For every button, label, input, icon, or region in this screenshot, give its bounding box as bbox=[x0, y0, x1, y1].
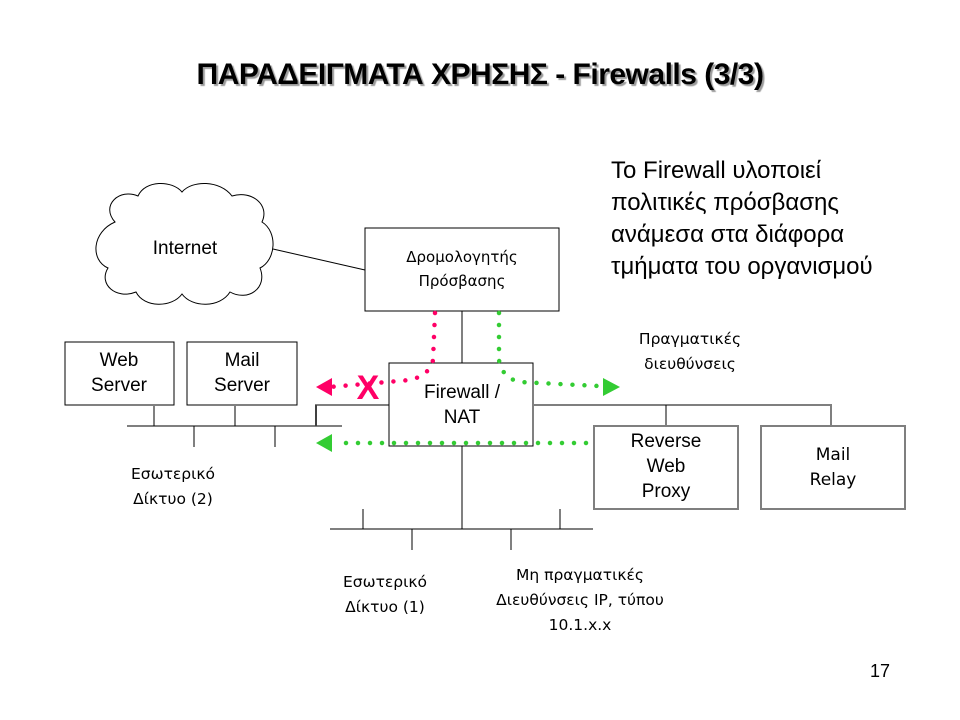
reverse-proxy-label-line: Proxy bbox=[642, 481, 691, 502]
web-server-node: Web Server bbox=[64, 341, 175, 406]
real-addresses-label: Πραγματικές bbox=[639, 330, 741, 348]
firewall-node: Firewall / NAT bbox=[388, 362, 534, 447]
flow-allowed-dmz bbox=[496, 310, 620, 396]
mail-server-label-line: Mail bbox=[225, 350, 260, 371]
flow-allowed-internal bbox=[316, 434, 589, 452]
mail-server-node: Mail Server bbox=[186, 341, 298, 406]
caption-line: Το Firewall υλοποιεί bbox=[611, 157, 822, 184]
caption-line: τμήματα του οργανισμού bbox=[611, 253, 873, 280]
reverse-proxy-label-line: Reverse bbox=[631, 431, 702, 452]
mail-relay-label-line: Relay bbox=[810, 470, 857, 490]
private-ip-label: Μη πραγματικές bbox=[516, 566, 644, 584]
reverse-proxy-label-line: Web bbox=[647, 456, 686, 477]
blocked-arrowhead-icon bbox=[316, 378, 332, 396]
allowed-arrowhead-icon bbox=[603, 378, 620, 396]
internal-net-1-label: Εσωτερικό bbox=[343, 573, 427, 591]
page-number: 17 bbox=[870, 661, 891, 681]
mail-relay-label-line: Mail bbox=[816, 445, 851, 465]
internal-net-2-link bbox=[315, 404, 389, 426]
internet-cloud: Internet bbox=[95, 183, 274, 305]
flow-blocked: X bbox=[316, 310, 438, 407]
internal-net-2-label: Δίκτυο (2) bbox=[133, 490, 213, 508]
allowed-arrowhead-icon bbox=[316, 434, 332, 452]
firewall-label-line: NAT bbox=[444, 407, 481, 428]
cloud-icon bbox=[95, 183, 274, 305]
caption-line: ανάμεσα στα διάφορα bbox=[611, 221, 845, 248]
blocked-x-marker: X bbox=[357, 369, 380, 407]
web-server-label-line: Web bbox=[100, 350, 139, 371]
reverse-proxy-node: Reverse Web Proxy bbox=[593, 425, 739, 510]
dmz-link bbox=[534, 404, 832, 426]
router-node: Δρομολογητής Πρόσβασης bbox=[364, 227, 560, 312]
internal-net-1-label: Δίκτυο (1) bbox=[345, 598, 425, 616]
blocked-flow-path bbox=[327, 310, 438, 390]
caption-line: πολιτικές πρόσβασης bbox=[611, 189, 839, 216]
slide-title: ΠΑΡΑΔΕΙΓΜΑΤΑ ΧΡΗΣΗΣ - Firewalls (3/3) bbox=[196, 58, 764, 91]
mail-server-label-line: Server bbox=[214, 375, 271, 396]
internet-router-link bbox=[272, 248, 366, 271]
internal-net-2-label: Εσωτερικό bbox=[131, 465, 215, 483]
private-ip-label: Διευθύνσεις IP, τύπου bbox=[496, 591, 664, 609]
mail-relay-node: Mail Relay bbox=[760, 425, 906, 510]
allowed-flow-path bbox=[496, 310, 601, 389]
private-ip-label: 10.1.x.x bbox=[549, 616, 612, 634]
caption-text: Το Firewall υλοποιεί πολιτικές πρόσβασης… bbox=[611, 155, 931, 283]
internet-label: Internet bbox=[153, 238, 218, 259]
web-server-label-line: Server bbox=[91, 375, 148, 396]
real-addresses-label: διευθύνσεις bbox=[644, 355, 736, 373]
router-label-line: Δρομολογητής bbox=[406, 248, 517, 266]
router-label-line: Πρόσβασης bbox=[419, 272, 506, 290]
firewall-label-line: Firewall / bbox=[424, 382, 501, 403]
network-drops bbox=[153, 405, 667, 550]
